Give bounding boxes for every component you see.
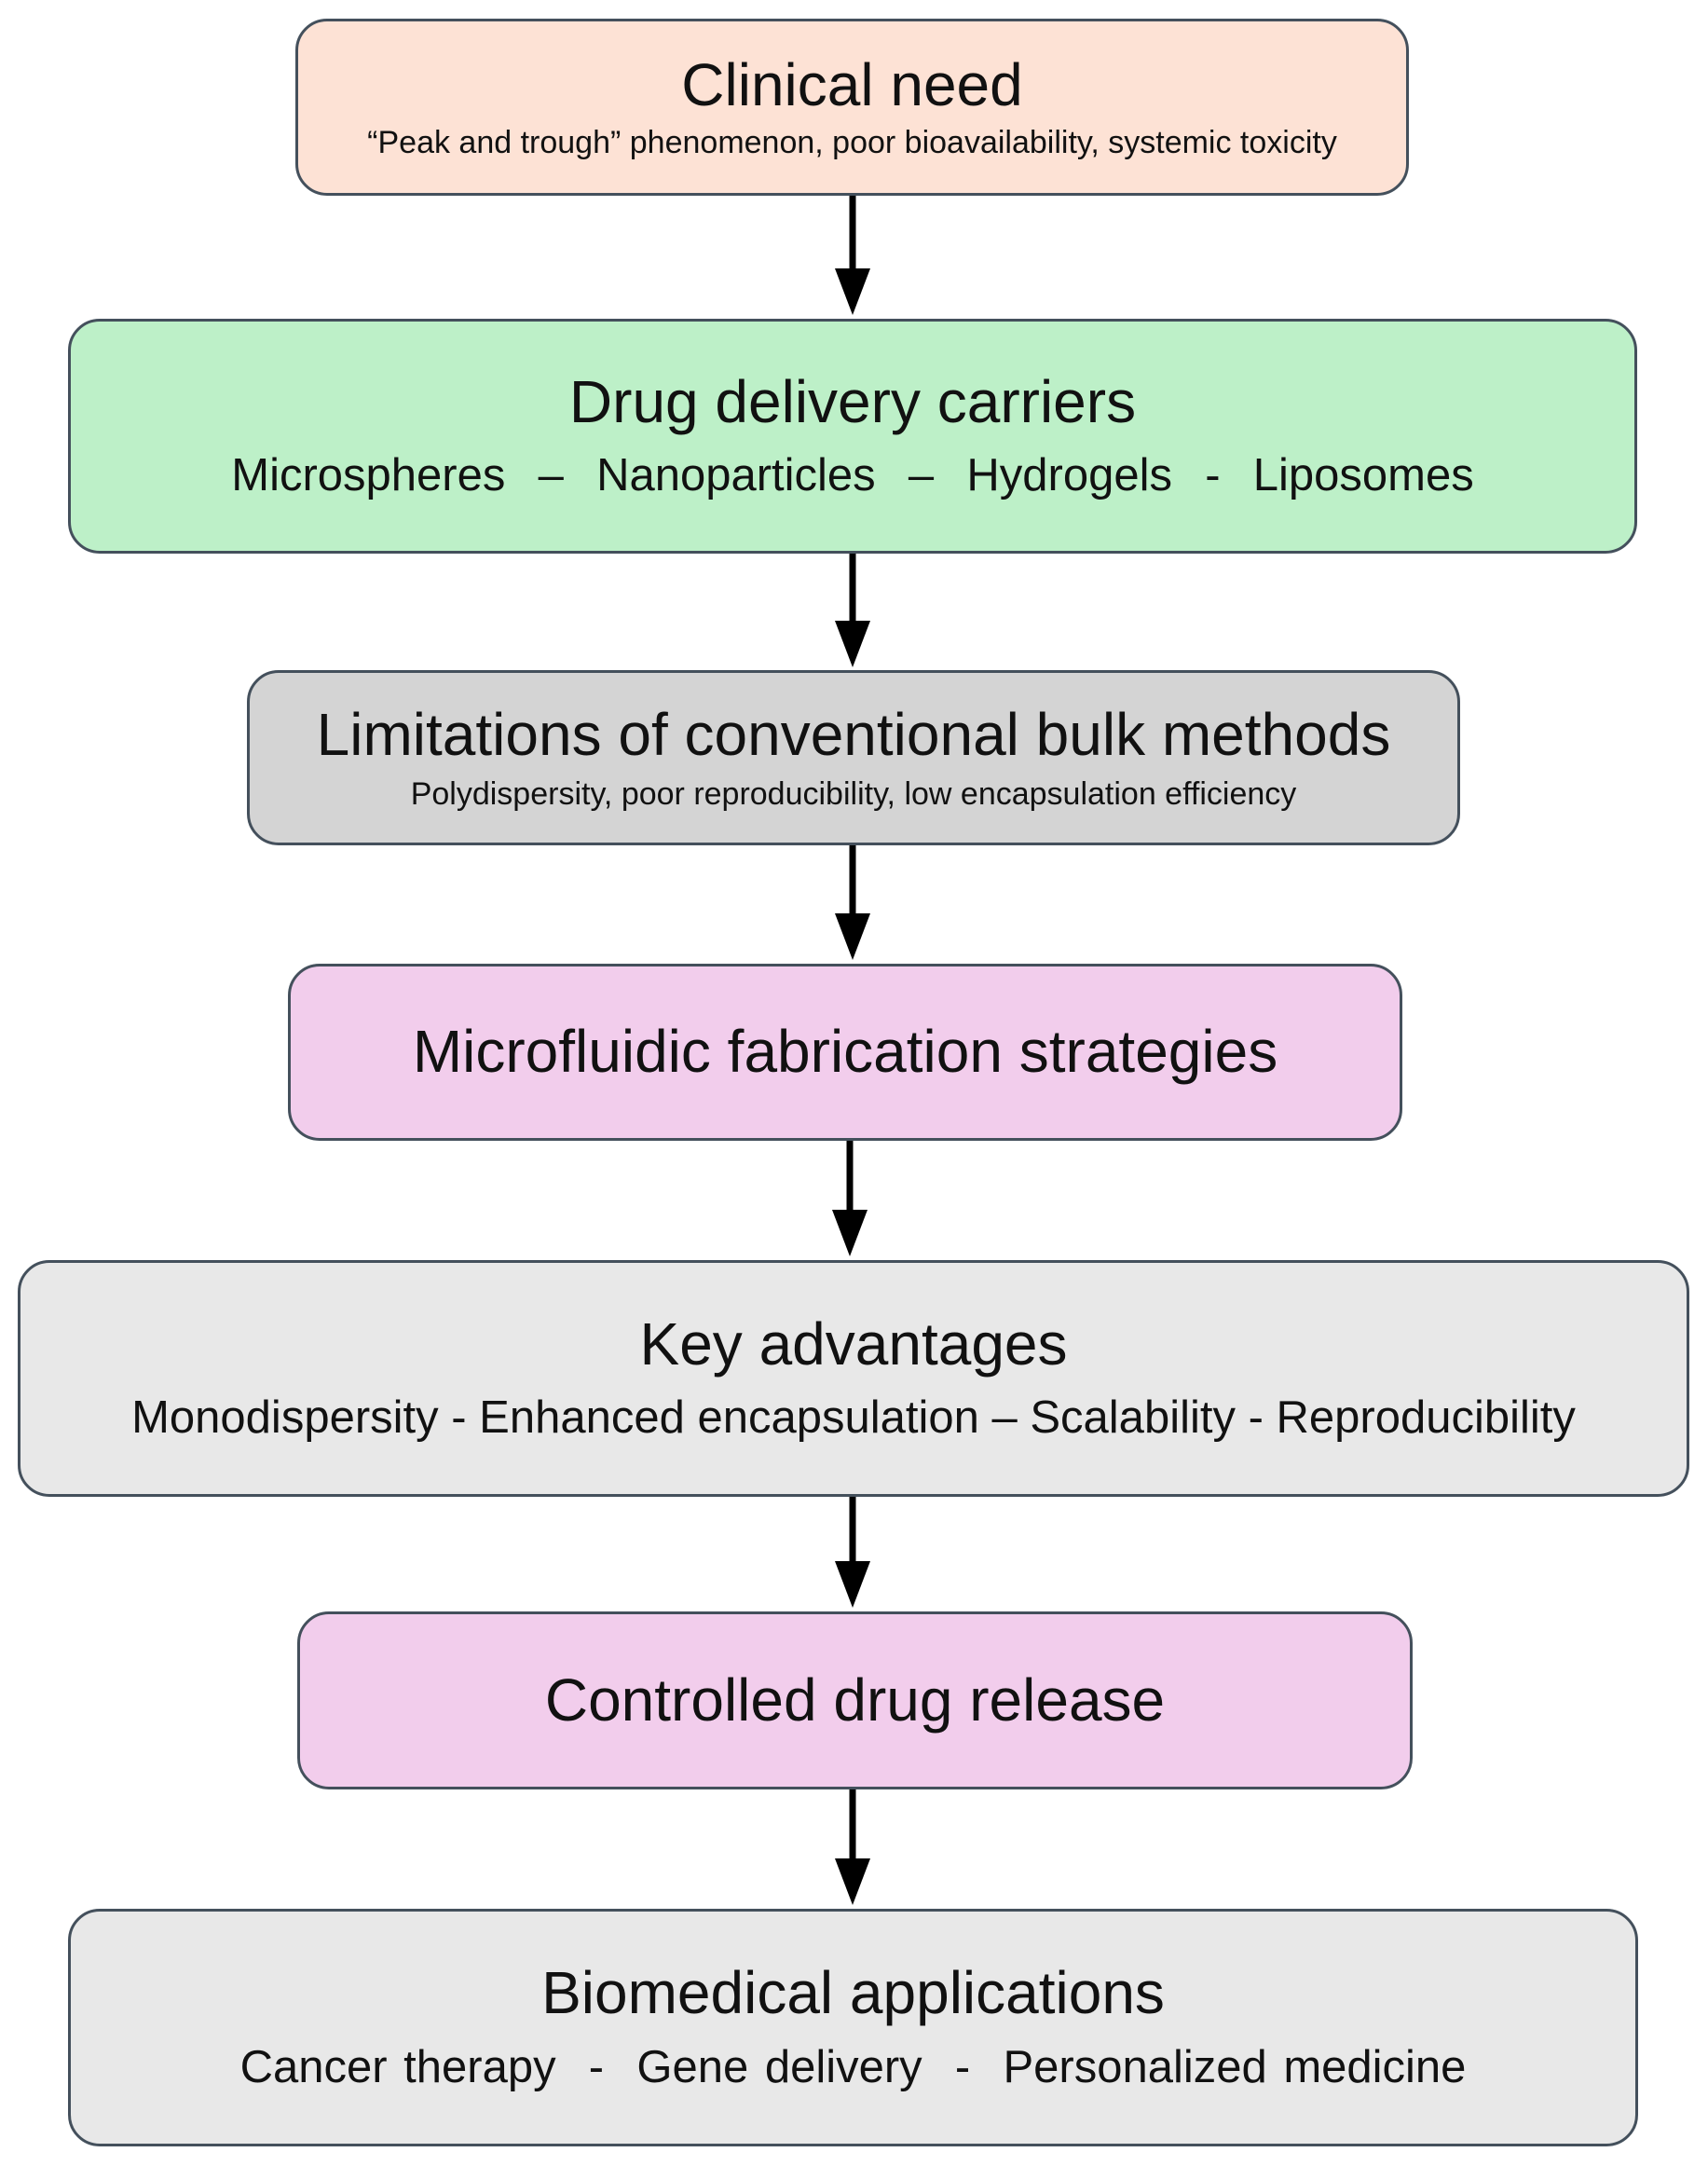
arrow-5	[835, 1497, 870, 1608]
drug-delivery-carriers-title: Drug delivery carriers	[568, 367, 1137, 435]
key-advantages-subtitle: Monodispersity - Enhanced encapsulation …	[131, 1392, 1576, 1444]
limitations-title: Limitations of conventional bulk methods	[316, 700, 1391, 768]
key-advantages-box: Key advantages Monodispersity - Enhanced…	[18, 1260, 1689, 1497]
key-advantages-title: Key advantages	[639, 1309, 1068, 1378]
arrow-2	[835, 554, 870, 667]
arrow-1	[835, 196, 870, 315]
drug-delivery-carriers-subtitle: Microspheres – Nanoparticles – Hydrogels…	[231, 450, 1474, 501]
arrow-4	[832, 1141, 868, 1256]
clinical-need-title: Clinical need	[681, 50, 1023, 118]
biomedical-applications-subtitle: Cancer therapy - Gene delivery - Persona…	[239, 2041, 1467, 2092]
limitations-box: Limitations of conventional bulk methods…	[247, 670, 1460, 845]
biomedical-applications-title: Biomedical applications	[541, 1959, 1165, 2027]
arrow-6	[835, 1789, 870, 1905]
microfluidic-strategies-box: Microfluidic fabrication strategies	[288, 964, 1402, 1141]
microfluidic-strategies-title: Microfluidic fabrication strategies	[412, 1018, 1278, 1086]
limitations-subtitle: Polydispersity, poor reproducibility, lo…	[410, 776, 1297, 813]
controlled-release-title: Controlled drug release	[544, 1666, 1166, 1734]
controlled-release-box: Controlled drug release	[297, 1611, 1413, 1789]
clinical-need-subtitle: “Peak and trough” phenomenon, poor bioav…	[367, 125, 1337, 161]
drug-delivery-carriers-box: Drug delivery carriers Microspheres – Na…	[68, 319, 1637, 554]
clinical-need-box: Clinical need “Peak and trough” phenomen…	[295, 19, 1409, 196]
arrow-3	[835, 845, 870, 960]
biomedical-applications-box: Biomedical applications Cancer therapy -…	[68, 1909, 1638, 2146]
